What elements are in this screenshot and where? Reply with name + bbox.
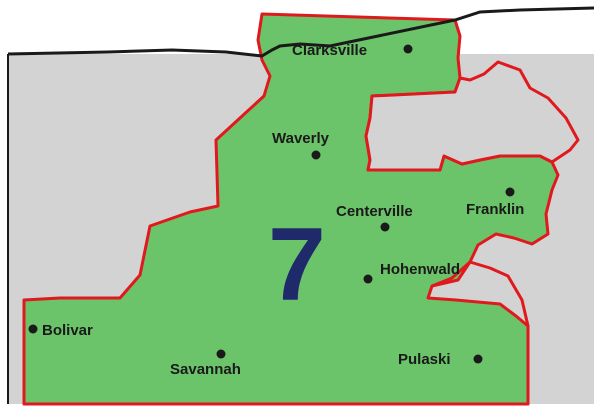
city-dot-hohenwald [363,274,373,284]
city-label-waverly: Waverly [272,130,330,147]
district-number: 7 [268,207,326,323]
city-dot-pulaski [473,354,483,364]
city-dot-clarksville [403,44,413,54]
city-label-bolivar: Bolivar [42,322,93,339]
city-label-savannah: Savannah [170,361,241,378]
city-label-centerville: Centerville [336,203,413,220]
city-dot-franklin [505,187,515,197]
city-label-hohenwald: Hohenwald [380,261,460,278]
city-dot-bolivar [28,324,38,334]
state-border [7,6,594,58]
neighbor-region-outline [364,60,580,172]
city-dot-waverly [311,150,321,160]
city-dot-savannah [216,349,226,359]
city-dot-centerville [380,222,390,232]
city-label-clarksville: Clarksville [292,42,367,59]
city-label-franklin: Franklin [466,201,524,218]
city-label-pulaski: Pulaski [398,351,451,368]
neighbor-region-lower-right [431,260,530,327]
